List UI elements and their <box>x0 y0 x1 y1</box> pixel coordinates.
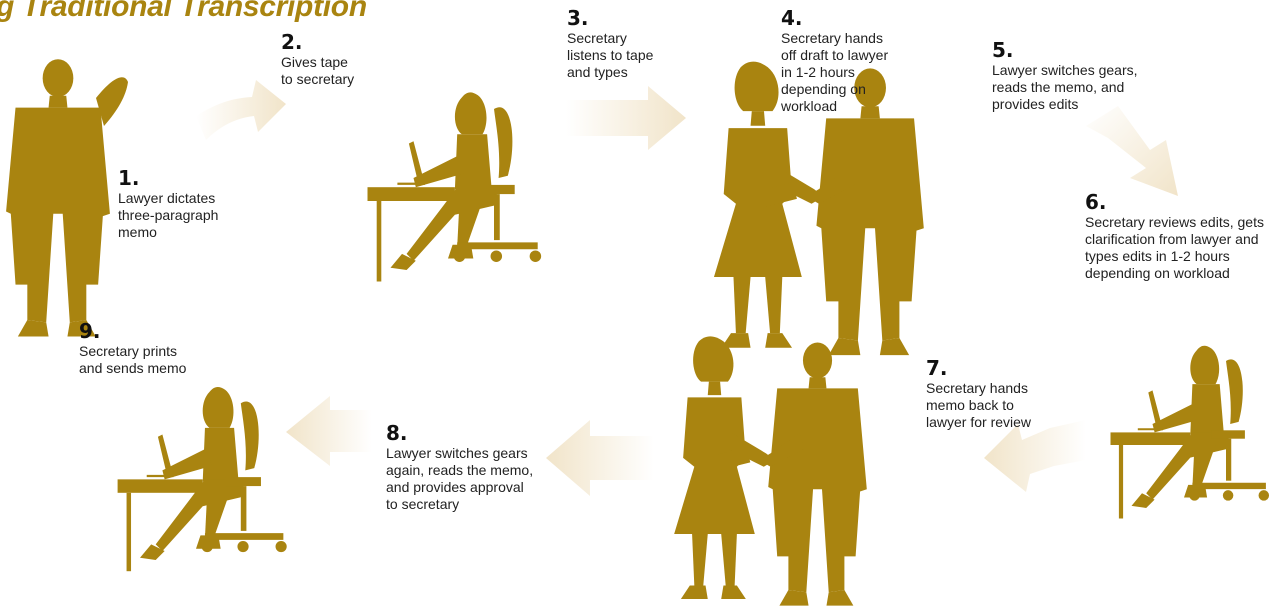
secretary-typing-figure-1 <box>367 92 542 282</box>
step-number: 1. <box>118 166 140 190</box>
step-text: Secretary prints and sends memo <box>79 343 187 376</box>
step-8: 8. Lawyer switches gears again, reads th… <box>386 423 533 513</box>
step-3: 3. Secretary listens to tape and types <box>567 8 653 81</box>
step-2: 2. Gives tape to secretary <box>281 32 354 88</box>
step-number: 8. <box>386 421 408 445</box>
flow-arrow-1-2 <box>196 80 286 140</box>
step-number: 4. <box>781 6 803 30</box>
flow-arrow-cycle <box>546 420 654 496</box>
step-number: 9. <box>79 319 101 343</box>
secretary-printing-figure <box>117 386 287 572</box>
lawyer-dictating-figure <box>6 59 128 337</box>
flow-arrow-8-9 <box>286 396 372 466</box>
step-number: 5. <box>992 38 1014 62</box>
step-text: Secretary reviews edits, gets clarificat… <box>1085 214 1264 281</box>
flow-arrow-3-4 <box>566 86 686 150</box>
step-9: 9. Secretary prints and sends memo <box>79 321 186 377</box>
step-text: Secretary hands off draft to lawyer in 1… <box>781 30 889 114</box>
step-7: 7. Secretary hands memo back to lawyer f… <box>926 358 1031 431</box>
step-text: Lawyer switches gears again, reads the m… <box>386 445 534 512</box>
step-text: Gives tape to secretary <box>281 54 355 87</box>
step-text: Lawyer switches gears, reads the memo, a… <box>992 62 1138 112</box>
step-1: 1. Lawyer dictates three-paragraph memo <box>118 168 218 241</box>
secretary-typing-figure-2 <box>1110 345 1270 519</box>
step-text: Secretary listens to tape and types <box>567 30 654 80</box>
step-6: 6. Secretary reviews edits, gets clarifi… <box>1085 192 1264 282</box>
handshake-figure-2 <box>674 336 867 605</box>
step-5: 5. Lawyer switches gears, reads the memo… <box>992 40 1138 113</box>
step-number: 2. <box>281 30 303 54</box>
step-text: Lawyer dictates three-paragraph memo <box>118 190 219 240</box>
step-text: Secretary hands memo back to lawyer for … <box>926 380 1032 430</box>
step-number: 7. <box>926 356 948 380</box>
flow-arrow-5-6 <box>1086 106 1178 196</box>
diagram-title: g Traditional Transcription <box>0 0 367 23</box>
flow-arrow-7-8 <box>984 420 1086 492</box>
step-number: 3. <box>567 6 589 30</box>
step-number: 6. <box>1085 190 1107 214</box>
step-4: 4. Secretary hands off draft to lawyer i… <box>781 8 888 115</box>
